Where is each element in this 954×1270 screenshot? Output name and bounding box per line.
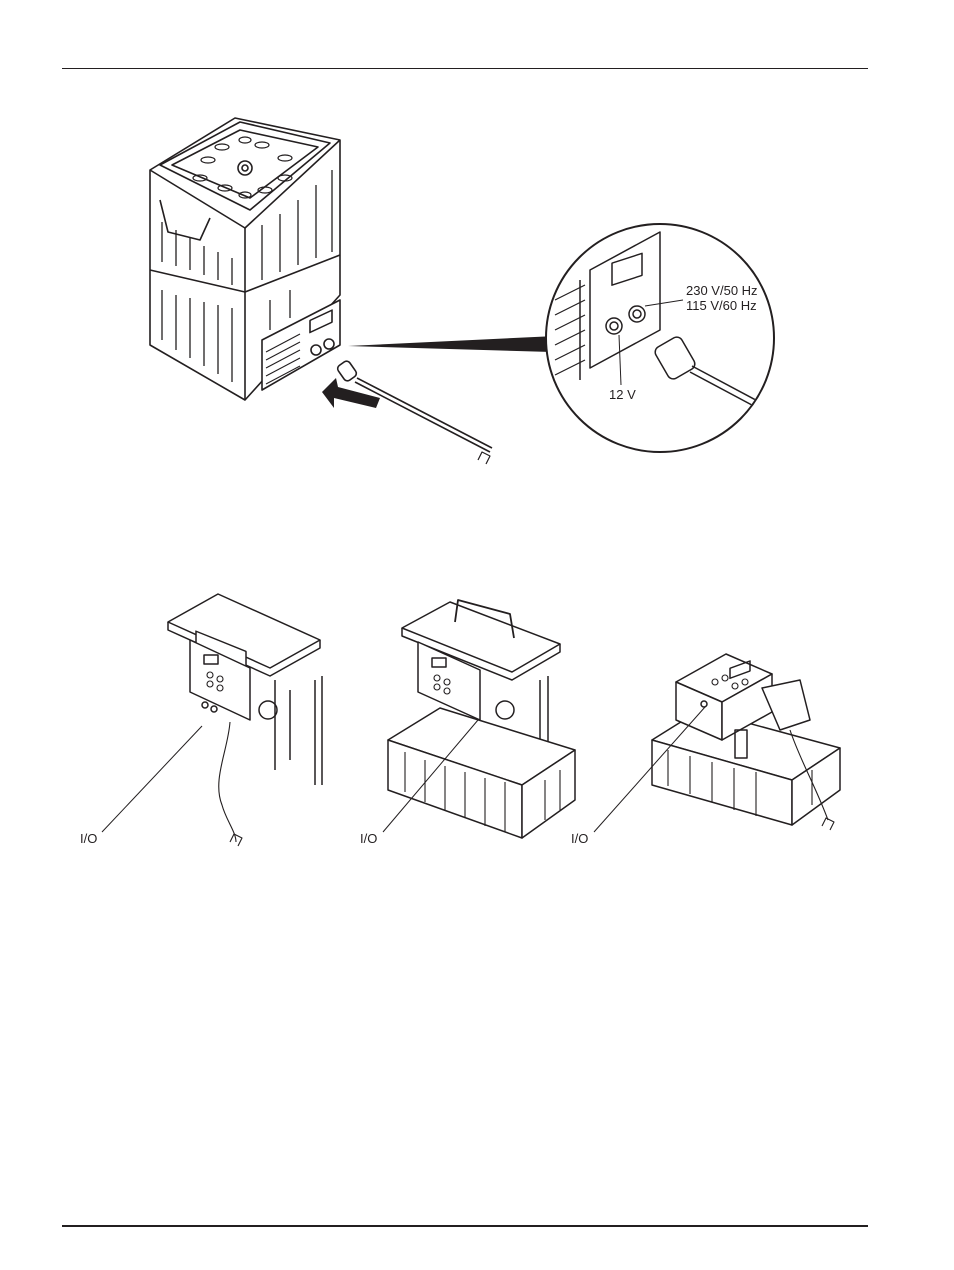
- io-label-1: I/O: [80, 832, 97, 846]
- voltage-high-label-line1: 230 V/50 Hz: [686, 284, 758, 298]
- magnified-view: [546, 224, 782, 452]
- controller-bracket-unit: [168, 594, 322, 846]
- zoom-pointer: [348, 336, 556, 352]
- footer-rule: [62, 1225, 868, 1227]
- controller-compact-unit: [652, 654, 840, 830]
- insert-arrow: [322, 378, 380, 408]
- io-leader-line-1: [102, 726, 202, 832]
- voltage-low-label: 12 V: [609, 388, 636, 402]
- voltage-high-label-line2: 115 V/60 Hz: [686, 299, 757, 313]
- io-label-3: I/O: [571, 832, 588, 846]
- io-label-2: I/O: [360, 832, 377, 846]
- controller-base-unit: [388, 600, 575, 838]
- power-cable: [336, 360, 492, 464]
- sampler-body: [150, 118, 340, 400]
- io-connection-illustration: [0, 580, 954, 870]
- sampler-power-illustration: [0, 0, 954, 520]
